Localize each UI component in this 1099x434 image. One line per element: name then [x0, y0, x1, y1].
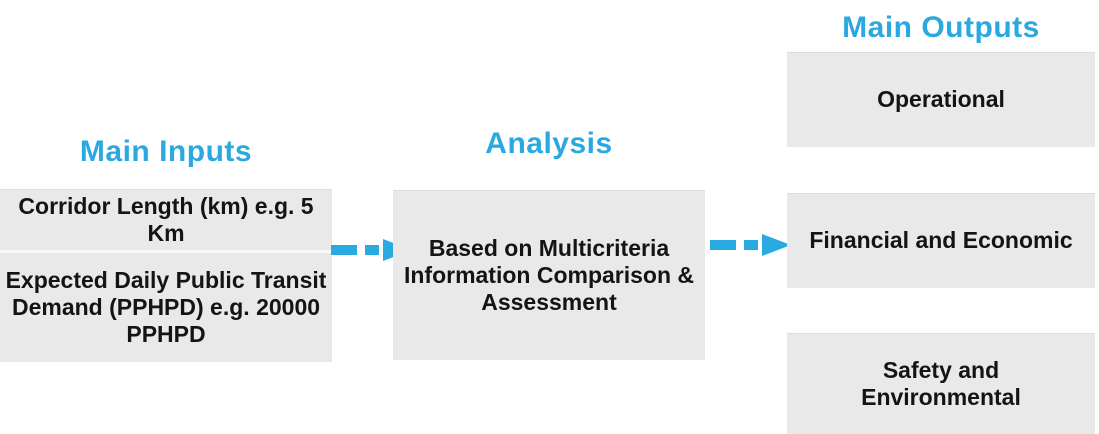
output-item-safety-environmental: Safety and Environmental: [787, 333, 1095, 434]
output-item-safety-environmental-label: Safety and Environmental: [861, 356, 1021, 410]
inputs-divider: [0, 250, 332, 253]
main-inputs-heading: Main Inputs: [79, 135, 253, 168]
dashed-arrow-right-icon: [710, 234, 791, 256]
analysis-box: Based on Multicriteria Information Compa…: [393, 190, 705, 360]
input-item-transit-demand: Expected Daily Public Transit Demand (PP…: [0, 253, 332, 362]
main-outputs-heading: Main Outputs: [842, 11, 1040, 44]
output-item-financial-economic: Financial and Economic: [787, 193, 1095, 288]
inputs-box-group: Corridor Length (km) e.g. 5 Km Expected …: [0, 189, 332, 362]
output-item-operational: Operational: [787, 52, 1095, 147]
input-item-corridor-length: Corridor Length (km) e.g. 5 Km: [0, 189, 332, 250]
analysis-heading: Analysis: [485, 127, 613, 160]
